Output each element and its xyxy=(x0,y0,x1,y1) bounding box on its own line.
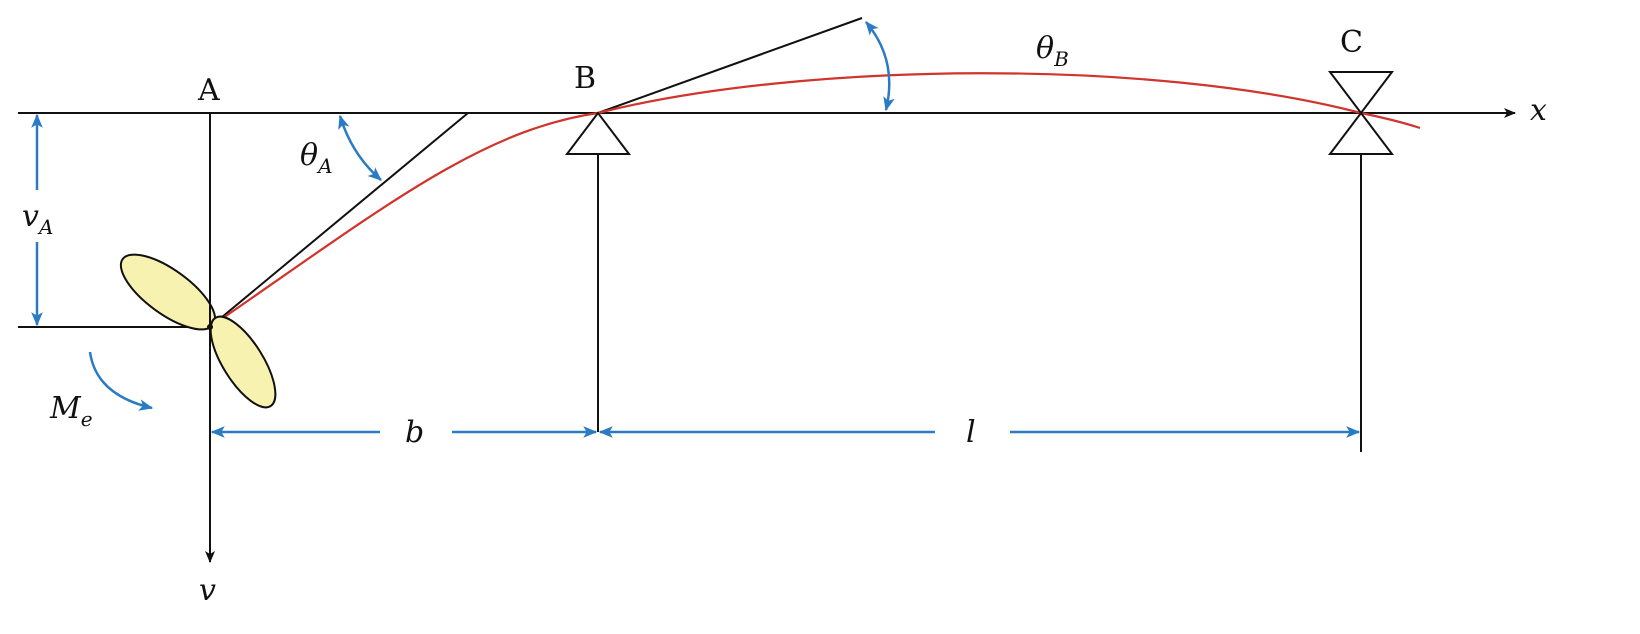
label-moment: Me xyxy=(49,391,93,431)
tangent-line-a xyxy=(209,112,469,328)
label-dimension-b: b xyxy=(405,415,424,450)
label-x-axis: x xyxy=(1530,93,1547,128)
deflection-curve xyxy=(209,72,1421,328)
moment-arrow xyxy=(88,351,154,411)
label-theta-a: θA xyxy=(300,138,333,178)
theta-a-arc xyxy=(338,114,382,181)
label-theta-b: θB xyxy=(1036,31,1069,71)
propeller-icon xyxy=(119,253,277,409)
tangent-line-b xyxy=(597,17,863,114)
label-v-axis: v xyxy=(199,573,216,608)
support-c-top xyxy=(1327,71,1395,115)
label-point-c: C xyxy=(1340,25,1363,60)
pin-support-b xyxy=(564,111,632,155)
label-point-a: A xyxy=(197,73,220,108)
label-dimension-l: l xyxy=(966,415,976,450)
label-va: vA xyxy=(22,199,53,239)
theta-b-arc xyxy=(865,21,895,112)
support-c-bottom xyxy=(1327,111,1395,155)
label-point-b: B xyxy=(574,61,596,96)
